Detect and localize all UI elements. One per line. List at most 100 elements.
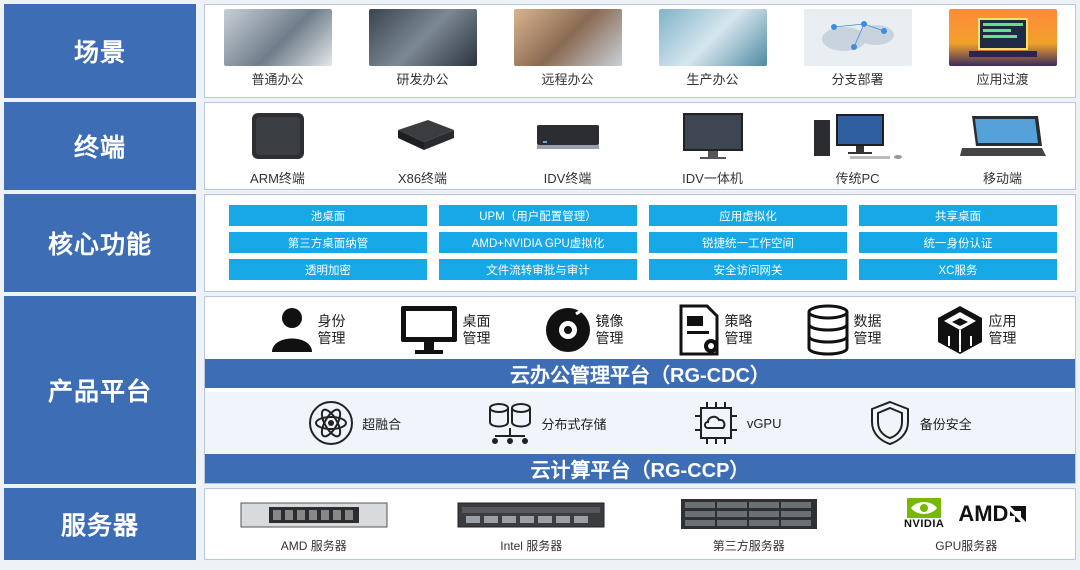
- product-platform-panel: 身份管理 桌面管理 镜像管理 策略管理 数据管理 应用管理: [204, 296, 1076, 484]
- cdc-platform-bar: 云办公管理平台（RG-CDC）: [205, 359, 1075, 388]
- monitor-icon: [400, 306, 457, 354]
- icon-label: 管理: [317, 330, 346, 346]
- desktop-mgmt: 桌面管理: [399, 304, 495, 356]
- app-transition-photo: [948, 9, 1057, 66]
- terminal-item: IDV终端: [503, 107, 633, 187]
- terminal-caption: IDV终端: [543, 171, 592, 186]
- server-caption: 第三方服务器: [712, 539, 785, 553]
- scene-item: 应用过渡: [938, 9, 1068, 88]
- idv-terminal-icon: [514, 107, 622, 165]
- amd-arrow-icon: [1010, 506, 1027, 522]
- office-photo: [223, 9, 332, 66]
- scene-row: 场景 普通办公 研发办公 远程办公 生产办公: [4, 4, 1076, 98]
- icon-label: 管理: [988, 330, 1017, 346]
- terminal-item: IDV一体机: [648, 107, 778, 187]
- icon-label: 管理: [595, 330, 624, 346]
- scene-caption: 分支部署: [831, 72, 884, 87]
- third-party-server-icon: [680, 499, 817, 529]
- terminal-item: 传统PC: [793, 107, 923, 187]
- intel-server-icon: [457, 502, 605, 528]
- icon-label: 管理: [462, 330, 491, 346]
- atom-icon: [309, 401, 354, 445]
- terminal-caption: ARM终端: [250, 171, 305, 186]
- database-icon: [807, 304, 848, 356]
- data-mgmt: 数据管理: [806, 304, 886, 356]
- traditional-pc-icon: [804, 107, 912, 165]
- production-photo: [658, 9, 767, 66]
- function-box: UPM（用户配置管理）: [439, 205, 637, 226]
- policy-doc-icon: [679, 304, 718, 356]
- function-box: 文件流转审批与审计: [439, 259, 637, 280]
- ccp-platform-bar: 云计算平台（RG-CCP）: [205, 454, 1075, 483]
- icon-label: 管理: [853, 330, 882, 346]
- server-caption: AMD 服务器: [280, 539, 347, 553]
- storage-icon: [489, 403, 532, 444]
- component-label: 分布式存储: [541, 416, 607, 432]
- vgpu: vGPU: [693, 400, 781, 446]
- terminal-label: 终端: [4, 102, 196, 190]
- scene-item: 生产办公: [648, 9, 778, 88]
- function-box: XC服务: [859, 259, 1057, 280]
- core-function-panel: 池桌面 UPM（用户配置管理） 应用虚拟化 共享桌面 第三方桌面纳管 AMD+N…: [204, 194, 1076, 292]
- scene-panel: 普通办公 研发办公 远程办公 生产办公: [204, 4, 1076, 98]
- scene-caption: 远程办公: [541, 72, 594, 87]
- product-platform-row: 产品平台 身份管理 桌面管理 镜像管理 策略管理 数据管理: [4, 296, 1076, 484]
- terminal-item: ARM终端: [213, 107, 343, 187]
- scene-item: 研发办公: [358, 9, 488, 88]
- terminal-caption: X86终端: [397, 171, 448, 186]
- core-function-label: 核心功能: [4, 194, 196, 292]
- terminal-item: 移动端: [938, 107, 1068, 187]
- remote-photo: [513, 9, 622, 66]
- nvidia-logo: NVIDIA: [904, 498, 944, 530]
- app-mgmt: 应用管理: [935, 304, 1021, 356]
- function-box: 第三方桌面纳管: [229, 232, 427, 253]
- icon-label: 管理: [724, 330, 753, 346]
- server-item: AMD 服务器: [214, 497, 414, 554]
- amd-logo: AMD: [958, 501, 1028, 527]
- image-mgmt: 镜像管理: [544, 306, 628, 354]
- function-box: 锐捷统一工作空间: [649, 232, 847, 253]
- server-label: 服务器: [4, 488, 196, 560]
- terminal-caption: IDV一体机: [682, 171, 743, 186]
- policy-mgmt: 策略管理: [677, 304, 757, 356]
- scene-item: 分支部署: [793, 9, 923, 88]
- nvidia-wordmark: NVIDIA: [904, 518, 945, 530]
- core-function-row: 核心功能 池桌面 UPM（用户配置管理） 应用虚拟化 共享桌面 第三方桌面纳管 …: [4, 194, 1076, 292]
- scene-caption: 研发办公: [396, 72, 449, 87]
- scene-caption: 应用过渡: [976, 72, 1029, 87]
- function-box: 透明加密: [229, 259, 427, 280]
- idv-all-in-one-icon: [659, 107, 767, 165]
- branch-map-photo: [803, 9, 912, 66]
- server-row: 服务器 AMD 服务器 Intel 服务器 第三方服务器 NVIDIA: [4, 488, 1076, 560]
- function-box: 统一身份认证: [859, 232, 1057, 253]
- chip-cloud-icon: [694, 402, 737, 444]
- scene-item: 普通办公: [213, 9, 343, 88]
- component-label: 备份安全: [919, 416, 972, 432]
- product-platform-label: 产品平台: [4, 296, 196, 484]
- icon-label: 策略: [724, 313, 753, 329]
- server-item: NVIDIA AMD GPU服务器: [866, 497, 1066, 554]
- terminal-panel: ARM终端 X86终端 IDV终端 IDV一体机: [204, 102, 1076, 190]
- scene-caption: 生产办公: [686, 72, 739, 87]
- distributed-storage: 分布式存储: [487, 400, 607, 446]
- server-caption: GPU服务器: [935, 539, 998, 553]
- server-caption: Intel 服务器: [500, 539, 563, 553]
- terminal-row: 终端 ARM终端 X86终端 IDV终端: [4, 102, 1076, 190]
- function-box: 池桌面: [229, 205, 427, 226]
- server-item: Intel 服务器: [431, 497, 631, 554]
- nvidia-eye-icon: [907, 498, 942, 518]
- backup-security: 备份安全: [868, 400, 972, 446]
- function-box: 应用虚拟化: [649, 205, 847, 226]
- hyper-converged: 超融合: [308, 400, 401, 446]
- function-box: 共享桌面: [859, 205, 1057, 226]
- component-label: 超融合: [362, 416, 402, 432]
- cubes-icon: [937, 306, 982, 354]
- amd-server-icon: [240, 502, 388, 528]
- disc-icon: [545, 308, 590, 352]
- x86-terminal-icon: [369, 107, 477, 165]
- scene-caption: 普通办公: [251, 72, 304, 87]
- server-panel: AMD 服务器 Intel 服务器 第三方服务器 NVIDIA AMD: [204, 488, 1076, 560]
- scene-label: 场景: [4, 4, 196, 98]
- shield-icon: [870, 400, 909, 446]
- function-box: 安全访问网关: [649, 259, 847, 280]
